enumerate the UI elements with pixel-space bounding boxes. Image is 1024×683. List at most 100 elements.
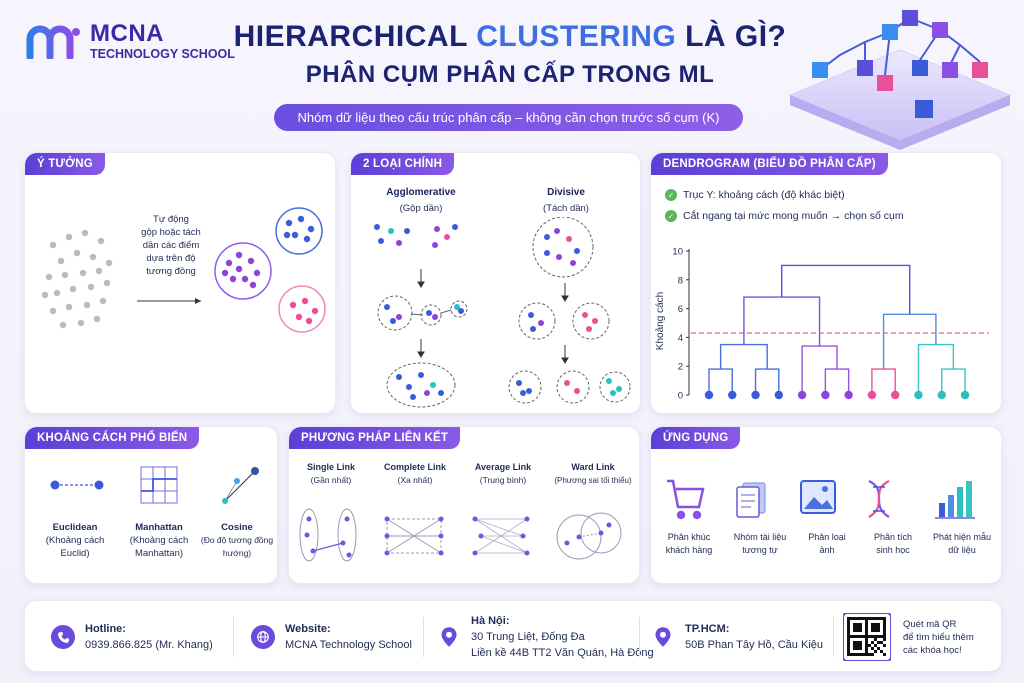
data-point: [528, 312, 534, 318]
footer-divider: [833, 617, 834, 657]
footer-website[interactable]: Website: MCNA Technology School: [251, 601, 412, 673]
data-point: [564, 380, 570, 386]
data-point: [93, 315, 101, 323]
idea-card: Ý TƯỞNG Tự động gộp hoặc tách dần các đi…: [24, 152, 336, 414]
logo-mark-icon: [26, 25, 80, 59]
data-point: [289, 301, 297, 309]
data-point: [384, 304, 390, 310]
dendrogram-link: [941, 368, 966, 395]
dendro-ylabel: Khoảng cách: [655, 292, 666, 350]
check-icon: ✓: [665, 189, 677, 201]
data-point: [59, 321, 67, 329]
data-point: [406, 384, 412, 390]
data-point: [374, 224, 380, 230]
website-value[interactable]: MCNA Technology School: [285, 639, 412, 651]
data-point: [520, 390, 526, 396]
title-part2: CLUSTERING: [476, 20, 686, 53]
app-item: Phân loại ảnh: [791, 531, 863, 557]
qr-code-icon[interactable]: [843, 613, 891, 661]
data-point: [582, 312, 588, 318]
data-point: [458, 308, 464, 314]
data-point: [105, 259, 113, 267]
data-point: [410, 394, 416, 400]
website-label: Website:: [285, 623, 331, 635]
data-point: [73, 249, 81, 257]
data-point: [235, 251, 243, 259]
dendrogram-leaf: [960, 390, 970, 400]
hotline-label: Hotline:: [85, 623, 126, 635]
data-point: [378, 238, 384, 244]
data-point: [516, 380, 522, 386]
data-point: [526, 388, 532, 394]
footer-divider: [423, 617, 424, 657]
idea-desc-line: tương đồng: [146, 266, 196, 277]
data-point: [616, 386, 622, 392]
agglo-sub: (Gộp dần): [399, 203, 443, 214]
linkage-single: Single Link (Gần nhất): [293, 461, 369, 487]
y-tick-label: 2: [678, 362, 683, 373]
dendrogram-link: [917, 343, 955, 395]
data-point: [97, 237, 105, 245]
distance-sub: (Đo độ tương đồng: [200, 535, 274, 545]
data-point: [438, 390, 444, 396]
data-point: [554, 228, 560, 234]
linkage-complete: Complete Link (Xa nhất): [377, 461, 453, 487]
data-point: [574, 388, 580, 394]
idea-illustration: [41, 207, 326, 333]
data-point: [305, 317, 313, 325]
data-point: [295, 313, 303, 321]
agglo-title: Agglomerative: [386, 187, 456, 198]
data-point: [570, 260, 576, 266]
data-point: [49, 241, 57, 249]
dendrogram-leaf: [867, 390, 877, 400]
data-point: [53, 289, 61, 297]
data-point: [544, 234, 550, 240]
dendrogram-link: [743, 296, 821, 347]
hotline-value[interactable]: 0939.866.825 (Mr. Khang): [85, 639, 213, 651]
dendrogram-link: [882, 313, 937, 370]
app-label: Phân loại: [808, 532, 846, 542]
data-point: [444, 234, 450, 240]
app-label: khách hàng: [665, 545, 713, 555]
data-point: [291, 231, 299, 239]
data-point: [430, 382, 436, 388]
idea-desc-line: gộp hoặc tách: [141, 227, 201, 238]
dendrogram-leaf: [821, 390, 830, 400]
app-label: tương tự: [742, 545, 778, 555]
types-tag: 2 LOẠI CHÍNH: [351, 153, 455, 175]
tagline-pill: Nhóm dữ liệu theo cấu trúc phân cấp – kh…: [274, 104, 743, 131]
linkage-sub: (Trung bình): [479, 475, 527, 485]
cosine-icon: [222, 467, 259, 504]
types-illustration: [374, 217, 631, 408]
data-point: [301, 297, 309, 305]
data-point: [606, 378, 612, 384]
dendrogram-link: [801, 345, 838, 395]
footer-divider: [233, 617, 234, 657]
footer-qr[interactable]: Quét mã QR để tìm hiểu thêm các khóa học…: [843, 601, 974, 673]
y-tick-label: 6: [678, 304, 683, 315]
data-point: [396, 314, 402, 320]
data-point: [303, 235, 311, 243]
linkage-sub: (Gần nhất): [310, 475, 352, 485]
data-point: [81, 229, 89, 237]
distance-title: Cosine: [221, 522, 253, 533]
footer-hcm: TP.HCM: 50B Phan Tây Hồ, Cầu Kiệu: [651, 601, 823, 673]
data-point: [544, 250, 550, 256]
data-point: [49, 307, 57, 315]
dendrogram-leaf: [937, 390, 946, 400]
distance-sub: Manhattan): [134, 548, 184, 559]
data-point: [65, 233, 73, 241]
data-point: [530, 326, 536, 332]
location-pin-icon: [437, 625, 461, 649]
hcm-label: TP.HCM:: [685, 623, 730, 635]
idea-desc-line: dựa trên độ: [146, 253, 196, 264]
data-point: [432, 314, 438, 320]
qr-line: Quét mã QR: [903, 618, 957, 630]
footer-hotline[interactable]: Hotline: 0939.866.825 (Mr. Khang): [51, 601, 213, 673]
y-tick-label: 8: [678, 275, 683, 286]
app-label: ảnh: [819, 545, 835, 555]
bar-chart-icon: [935, 481, 975, 519]
application-icons: [667, 479, 975, 520]
distance-sub: hướng): [222, 548, 252, 558]
linkage-title: Single Link: [306, 462, 355, 472]
